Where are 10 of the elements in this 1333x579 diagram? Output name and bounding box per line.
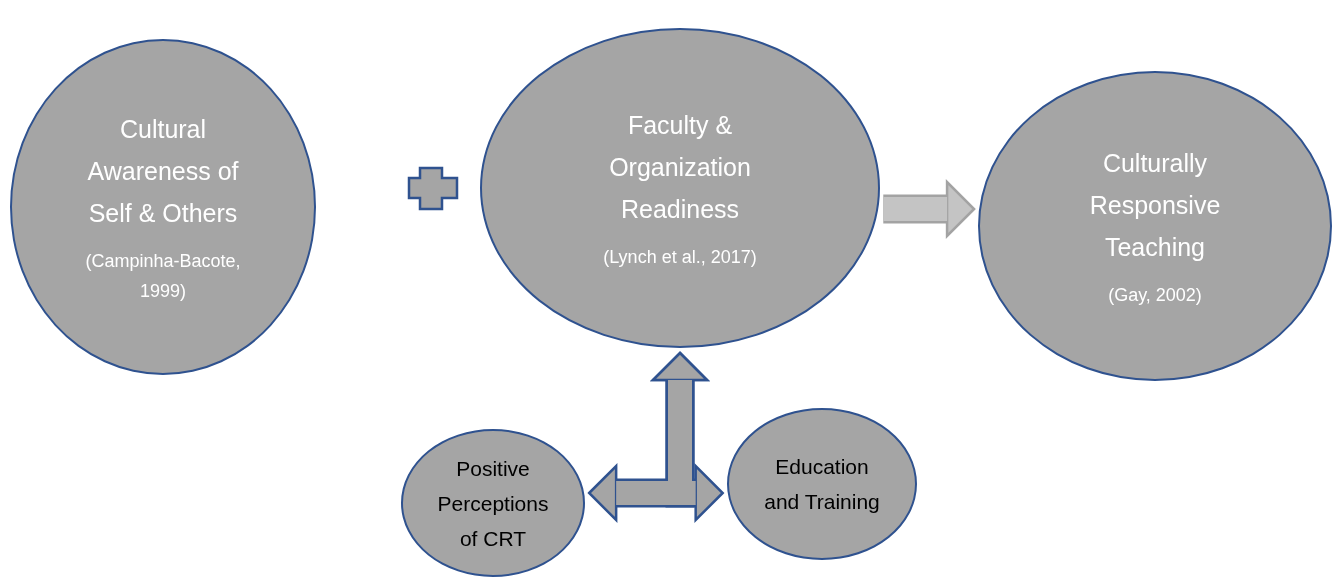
citation-text: (Lynch et al., 2017) (603, 246, 757, 269)
node-title: Faculty & Organization Readiness (608, 110, 752, 225)
citation-text: (Campinha-Bacote, 1999) (84, 250, 242, 303)
node-title: Cultural Awareness of Self & Others (86, 114, 240, 229)
block-arrow (883, 179, 976, 239)
node-title: Education and Training (763, 454, 881, 515)
node-title: Positive Perceptions of CRT (436, 455, 550, 552)
citation-text: (Gay, 2002) (1108, 284, 1202, 307)
three-way-block-arrow (587, 351, 725, 523)
node-title: Culturally Responsive Teaching (1088, 148, 1222, 263)
